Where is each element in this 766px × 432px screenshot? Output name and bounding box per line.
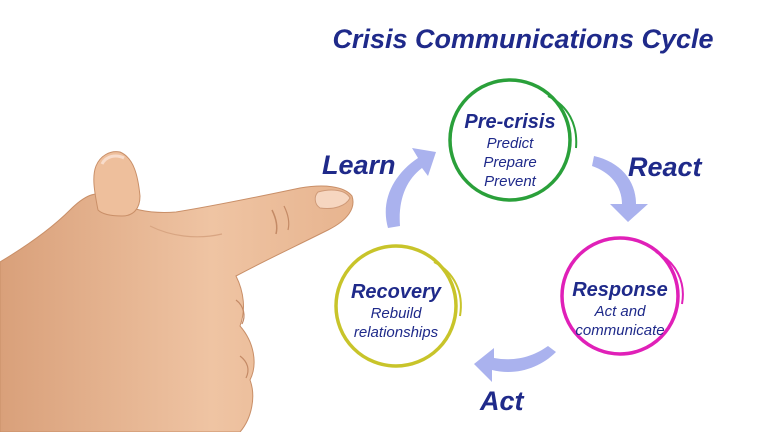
pointing-hand-icon <box>0 151 354 432</box>
diagram-title: Crisis Communications Cycle <box>332 24 714 54</box>
node-recovery-line-1: Rebuild <box>370 305 422 322</box>
node-response-heading: Response <box>572 279 668 301</box>
arrow-act <box>474 346 556 382</box>
node-recovery: Recovery Rebuild relationships <box>330 280 462 342</box>
node-precrisis-heading: Pre-crisis <box>464 111 556 133</box>
phase-learn-label: Learn <box>322 150 396 180</box>
phase-react-label: React <box>628 152 702 182</box>
node-response: Response Act and communicate <box>556 278 684 340</box>
arrow-learn <box>385 148 436 228</box>
phase-act-label: Act <box>480 386 524 416</box>
node-recovery-heading: Recovery <box>350 281 442 303</box>
node-precrisis-line-2: Prepare <box>483 154 537 171</box>
node-precrisis-line-1: Predict <box>486 135 534 152</box>
arrow-react <box>592 156 648 222</box>
node-recovery-ring <box>334 244 462 368</box>
node-recovery-line-2: relationships <box>353 324 439 341</box>
node-response-line-2: communicate <box>575 322 665 339</box>
node-response-line-1: Act and <box>594 303 646 320</box>
node-response-ring <box>560 236 684 356</box>
node-precrisis-line-3: Prevent <box>484 173 536 190</box>
node-precrisis-ring <box>448 78 578 202</box>
node-precrisis: Pre-crisis Predict Prepare Prevent <box>450 110 570 191</box>
